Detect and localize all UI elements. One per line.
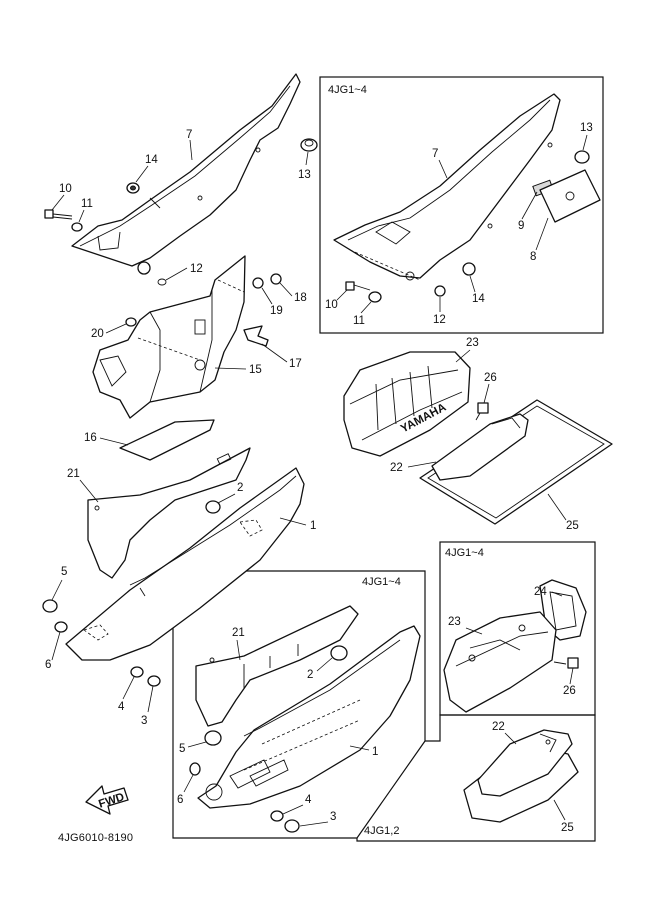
callout-14-left: 14 [145, 154, 158, 166]
callout-17: 17 [289, 358, 302, 370]
callout-20: 20 [91, 328, 104, 340]
callout-2-variant: 2 [307, 669, 313, 681]
washer-4-variant [270, 810, 284, 822]
callout-15: 15 [249, 364, 262, 376]
callout-5-left: 5 [61, 566, 67, 578]
side-cover-1-left [65, 467, 305, 661]
screw-3-variant [284, 819, 300, 833]
grommet-19 [252, 277, 264, 289]
plate-21-variant [195, 605, 359, 727]
callout-8: 8 [530, 251, 536, 263]
washer-12-left [137, 261, 167, 286]
callout-13-left: 13 [298, 169, 311, 181]
screw-20 [125, 317, 137, 327]
bolt-10-left [44, 209, 73, 220]
callout-21-left: 21 [67, 468, 80, 480]
screw-3-left [147, 675, 161, 687]
box-label-top-right: 4JG1~4 [328, 84, 367, 96]
callout-16: 16 [84, 432, 97, 444]
variant-box-bottom-right [356, 714, 596, 842]
variant-box-top-right [319, 76, 604, 334]
strap-17 [243, 325, 269, 347]
callout-10-left: 10 [59, 183, 72, 195]
bag-22-right-top [431, 413, 529, 481]
callout-7-right: 7 [432, 148, 438, 160]
callout-26-right-top: 26 [484, 372, 497, 384]
collar-6-variant [189, 762, 201, 776]
callout-4-left: 4 [118, 701, 125, 713]
callout-22-right-top: 22 [390, 462, 403, 474]
bolt-10-right [345, 281, 371, 291]
toolbox-15 [92, 255, 246, 419]
callout-6-left: 6 [45, 659, 51, 671]
callout-12-right: 12 [433, 314, 446, 326]
bolt-26-variant [553, 657, 579, 669]
callout-14-right: 14 [472, 293, 485, 305]
callout-26-variant: 26 [563, 685, 576, 697]
callout-11-left: 11 [81, 198, 93, 210]
variant-box-bottom-mid [172, 570, 426, 839]
callout-7-left: 7 [186, 129, 192, 141]
grommet-14-right [462, 262, 476, 276]
grommet-13-left [300, 138, 318, 152]
bag-22-variant [477, 729, 573, 797]
grommet-5-left [42, 599, 58, 613]
bolt-26-right-top [475, 402, 489, 421]
toolbag-23: YAMAHA [343, 351, 471, 457]
callout-5-variant: 5 [179, 743, 185, 755]
side-cover-7-left [71, 73, 301, 267]
callout-10-right: 10 [325, 299, 338, 311]
callout-2-left: 2 [237, 482, 243, 494]
seal-16 [119, 419, 215, 461]
collar-11-left [71, 222, 83, 232]
grommet-5-variant [204, 730, 222, 746]
callout-12-left: 12 [190, 263, 203, 275]
collar-11-right [368, 291, 382, 303]
side-cover-1-variant [197, 625, 421, 809]
grommet-2-left [205, 500, 221, 514]
box-label-bottom-mid: 4JG1~4 [362, 576, 401, 588]
callout-4-variant: 4 [305, 794, 312, 806]
washer-12-right [434, 285, 446, 297]
grommet-18 [270, 273, 282, 285]
plate-21-left [87, 447, 251, 579]
callout-18: 18 [294, 292, 307, 304]
plate-8 [539, 169, 601, 223]
collar-6-left [54, 621, 68, 633]
washer-4-left [130, 666, 144, 678]
callout-3-left: 3 [141, 715, 147, 727]
grommet-14-left [126, 182, 140, 194]
callout-11-right: 11 [353, 315, 365, 327]
diagram-code: 4JG6010-8190 [58, 832, 133, 844]
toolbag-23-variant [443, 611, 557, 713]
box-label-mid-right: 4JG1~4 [445, 547, 484, 559]
fwd-arrow-icon: FWD [85, 785, 129, 815]
callout-21-variant: 21 [232, 627, 245, 639]
callout-25-variant: 25 [561, 822, 574, 834]
callout-22-variant: 22 [492, 721, 505, 733]
callout-1-left: 1 [310, 520, 316, 532]
callout-13-right: 13 [580, 122, 593, 134]
callout-23-variant: 23 [448, 616, 461, 628]
callout-3-variant: 3 [330, 811, 336, 823]
box-label-bottom-right: 4JG1,2 [364, 825, 399, 837]
callout-25-right-top: 25 [566, 520, 579, 532]
callout-19: 19 [270, 305, 283, 317]
callout-6-variant: 6 [177, 794, 183, 806]
grommet-2-variant [330, 645, 348, 661]
callout-9: 9 [518, 220, 524, 232]
callout-24: 24 [534, 586, 547, 598]
grommet-13-right [574, 150, 590, 164]
callout-1-variant: 1 [372, 746, 378, 758]
callout-23-right-top: 23 [466, 337, 479, 349]
side-cover-7-right [333, 93, 561, 281]
